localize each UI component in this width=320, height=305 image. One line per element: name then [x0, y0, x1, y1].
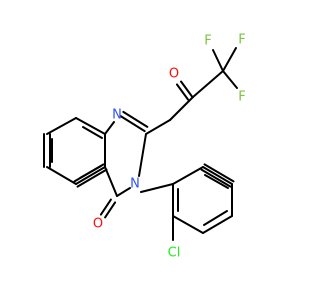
bond-c8a-c8 — [46, 117, 77, 135]
bond-layer — [43, 47, 238, 241]
bond-c6-c5-outer — [75, 166, 106, 185]
bond-c8a-n1 — [104, 121, 115, 135]
bond-c-f1 — [212, 49, 224, 72]
bond-c2-n3 — [138, 133, 147, 177]
bond-c-f2 — [222, 47, 237, 72]
bond-c-f3 — [222, 70, 238, 89]
bond-c4-o-a — [99, 198, 112, 216]
bond-c6-c5-inner — [79, 165, 102, 179]
bond-ph-d — [202, 215, 233, 234]
atom-label-chlorine: Cl — [168, 246, 181, 261]
bond-c6-c5-a — [76, 168, 108, 188]
atom-label-nitrogen-3: N — [130, 177, 140, 192]
bond-ph-d-inner — [203, 210, 228, 226]
atom-label-fluorine-2: F — [238, 33, 245, 48]
bond-ph-b-outer — [202, 166, 233, 185]
structure-canvas: O F F F N N O Cl — [43, 33, 246, 261]
bond-co-o-a — [180, 80, 194, 98]
atom-label-layer: O F F F N N O Cl — [93, 33, 246, 261]
bond-ph-b-inner — [204, 174, 229, 189]
bond-ph-a — [172, 166, 204, 185]
bond-ph-b-a — [200, 168, 232, 188]
bond-c7-c6 — [46, 166, 77, 185]
bond-c4-c4a — [104, 166, 118, 197]
bond-ph-e — [172, 215, 204, 234]
bond-c4-o-b — [104, 201, 117, 219]
bond-n1-c2-a — [119, 115, 146, 133]
bond-c2-ch2 — [145, 119, 171, 135]
bond-co-cf3 — [192, 70, 224, 98]
bond-n3-cph — [140, 183, 174, 193]
bond-n1-c2-b — [122, 110, 149, 128]
atom-label-oxygen-carbonyl: O — [93, 217, 103, 232]
atom-label-fluorine-3: F — [238, 90, 245, 105]
bond-ph-b-b — [203, 163, 235, 183]
chemical-structure: O F F F N N O Cl — [43, 33, 246, 261]
atom-label-nitrogen-1: N — [112, 108, 122, 123]
atom-label-oxygen-ketone: O — [169, 67, 179, 82]
bond-ch2-co — [169, 96, 194, 121]
bond-co-o-b — [175, 83, 189, 101]
atom-label-fluorine-1: F — [204, 34, 211, 49]
bond-c8a-c8-ring — [75, 117, 106, 135]
bond-inner-1 — [82, 126, 103, 139]
bond-n3-c4 — [116, 187, 131, 197]
